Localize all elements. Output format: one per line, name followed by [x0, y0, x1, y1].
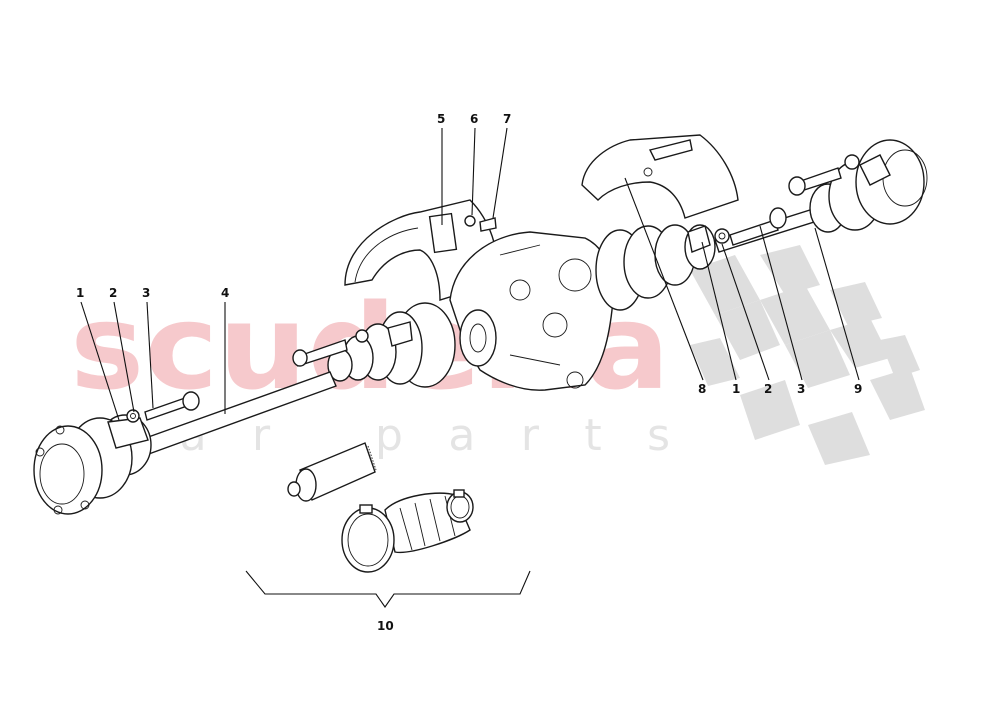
right-outer-cv-joint — [809, 139, 928, 233]
callout-3: 3 — [142, 286, 150, 300]
callout-7: 7 — [503, 112, 511, 126]
left-inner-cv-joint — [327, 302, 456, 388]
callout-2b: 2 — [764, 382, 772, 396]
callout-8: 8 — [698, 382, 706, 396]
differential-housing — [449, 231, 614, 391]
left-outer-cv-joint — [33, 414, 152, 515]
callout-labels: 1 2 3 4 5 6 7 8 1 2 3 9 10 — [76, 112, 862, 633]
right-heat-shield — [581, 134, 739, 219]
right-fasteners — [714, 167, 842, 246]
callout-5: 5 — [437, 112, 445, 126]
leader-lines — [80, 127, 860, 608]
callout-1: 1 — [76, 286, 84, 300]
callout-4: 4 — [221, 286, 229, 300]
right-inner-cv-joint — [595, 224, 716, 311]
callout-6: 6 — [470, 112, 478, 126]
callout-9: 9 — [854, 382, 862, 396]
callout-10: 10 — [377, 619, 394, 633]
callout-1b: 1 — [732, 382, 740, 396]
callout-2: 2 — [109, 286, 117, 300]
checker-flag-watermark — [690, 245, 925, 465]
cv-boot-kit — [287, 442, 474, 573]
left-fasteners — [126, 329, 369, 423]
top-fasteners — [464, 215, 497, 232]
callout-3b: 3 — [797, 382, 805, 396]
